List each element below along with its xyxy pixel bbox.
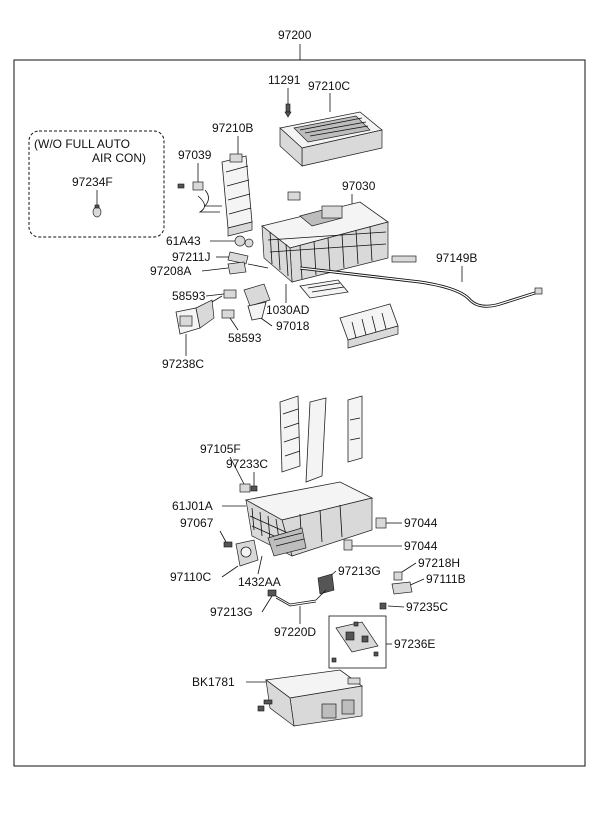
part-58593-b-spring (221, 309, 235, 319)
label-11291[interactable]: 11291 (268, 73, 301, 87)
label-97030[interactable]: 97030 (342, 179, 376, 193)
label-97218H[interactable]: 97218H (418, 556, 460, 570)
part-97110C-actuator (235, 539, 259, 567)
part-97238C-bracket (175, 295, 223, 335)
label-97234F[interactable]: 97234F (72, 175, 113, 189)
label-97238C[interactable]: 97238C (162, 357, 204, 371)
label-97220D[interactable]: 97220D (274, 625, 316, 639)
part-97234F-icon (92, 204, 102, 218)
label-97044-b[interactable]: 97044 (404, 539, 438, 553)
part-97208A-lever (227, 261, 269, 275)
label-97149B[interactable]: 97149B (436, 251, 477, 265)
part-97236E-box (328, 615, 387, 669)
note-line-2: AIR CON) (92, 151, 146, 165)
part-97210C-filter (279, 111, 383, 167)
part-97210B-heater-core (221, 153, 253, 237)
part-97044-a-clip (375, 517, 387, 529)
label-97213G-b[interactable]: 97213G (210, 605, 253, 619)
part-97149B-cable (299, 255, 543, 308)
main-frame (13, 59, 586, 767)
part-58593-a-spring (223, 289, 237, 299)
label-97110C[interactable]: 97110C (170, 570, 211, 584)
part-BK1781-blower-housing (257, 669, 364, 727)
label-58593-b[interactable]: 58593 (228, 331, 262, 345)
part-61J01A-lower-case (244, 481, 374, 557)
label-1030AD[interactable]: 1030AD (266, 303, 310, 317)
label-97111B[interactable]: 97111B (426, 572, 466, 586)
label-61J01A[interactable]: 61J01A (172, 499, 213, 513)
label-97105F[interactable]: 97105F (200, 442, 241, 456)
part-97236E-module (331, 621, 379, 663)
label-97208A[interactable]: 97208A (150, 264, 191, 278)
label-97044-a[interactable]: 97044 (404, 516, 438, 530)
part-door-panels (279, 395, 363, 483)
label-61A43[interactable]: 61A43 (166, 234, 201, 248)
label-97018[interactable]: 97018 (276, 319, 310, 333)
part-97213G-b-harness (267, 589, 327, 607)
part-97213G-a-motor (317, 573, 335, 595)
label-97067[interactable]: 97067 (180, 516, 214, 530)
note-box (28, 130, 165, 238)
label-97210C[interactable]: 97210C (308, 79, 350, 93)
label-97210B[interactable]: 97210B (212, 121, 253, 135)
label-97213G-a[interactable]: 97213G (338, 564, 381, 578)
label-97236E[interactable]: 97236E (394, 637, 435, 651)
part-1030AD-filter-element (299, 279, 349, 299)
note-line-1: (W/O FULL AUTO (34, 137, 130, 151)
part-61A43-clip (234, 235, 254, 248)
label-1432AA[interactable]: 1432AA (238, 575, 281, 589)
part-11291-screw (284, 103, 292, 118)
part-97218H-sensor (393, 571, 403, 581)
part-97211J-link (227, 251, 249, 265)
part-97233C-clip (250, 485, 258, 492)
part-97111B-sensor (391, 581, 413, 595)
label-97235C[interactable]: 97235C (406, 600, 448, 614)
part-97105F-seal (239, 483, 251, 493)
label-58593-a[interactable]: 58593 (172, 289, 206, 303)
part-97030-case (261, 191, 389, 283)
part-97067-screw (223, 541, 233, 548)
part-97044-b-clip (343, 539, 353, 551)
part-97039-pipe (177, 181, 222, 213)
part-duct-outlet (339, 303, 399, 349)
label-97200[interactable]: 97200 (278, 28, 312, 42)
label-97233C[interactable]: 97233C (226, 457, 268, 471)
label-97211J[interactable]: 97211J (172, 250, 210, 264)
label-97039[interactable]: 97039 (178, 148, 212, 162)
part-97235C-screw (379, 602, 387, 610)
part-97018-actuator (243, 283, 271, 321)
label-BK1781[interactable]: BK1781 (192, 675, 235, 689)
